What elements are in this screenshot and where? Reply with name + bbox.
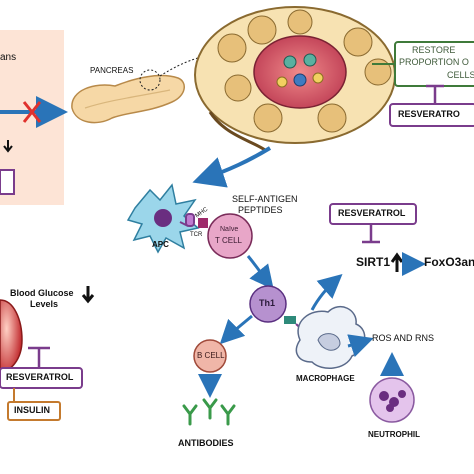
- resveratrol-label-left: RESVERATROL: [6, 372, 74, 382]
- resveratrol-label-top: RESVERATRO: [398, 109, 460, 119]
- restore-line-2: PROPORTION O: [399, 57, 469, 67]
- pancreas-label: PANCREAS: [90, 66, 134, 75]
- tcr-receptor: [198, 218, 208, 228]
- pancreas-zoom-circle: [139, 69, 161, 91]
- antibodies-label: ANTIBODIES: [178, 438, 234, 448]
- islet-cells: [276, 53, 324, 88]
- islet-to-apc-arrow: [192, 146, 272, 188]
- left-panel-partial-text: ans: [0, 52, 17, 63]
- sirt1-label: SIRT1: [356, 255, 391, 269]
- red-cross-icon: [22, 101, 42, 123]
- resveratrol-box-left: [0, 367, 83, 389]
- blood-vessel: [0, 299, 23, 373]
- macrophage-to-sirt1-arrow: [310, 274, 343, 311]
- down-arrow-icon: [3, 140, 13, 153]
- resveratrol-label-mid: RESVERATROL: [338, 208, 406, 218]
- insulin-box: [7, 401, 61, 421]
- insulin-label: INSULIN: [14, 405, 50, 415]
- self-antigen-line-2: PEPTIDES: [238, 205, 283, 215]
- sirt1-up-arrow-icon: [390, 252, 404, 272]
- b-cell: [193, 339, 227, 373]
- resveratrol-box-mid: [329, 203, 417, 225]
- tcell-to-th1-arrow: [246, 255, 274, 290]
- restore-line-1: RESTORE: [412, 45, 456, 55]
- blood-glucose-line-1: Blood Glucose: [10, 288, 74, 298]
- neutrophil-label: NEUTROPHIL: [368, 430, 420, 439]
- islet-core: [253, 35, 347, 109]
- t-cell-label: T CELL: [215, 236, 242, 245]
- foxo3-label: FoxO3an: [424, 255, 474, 269]
- left-purple-box: [0, 169, 15, 195]
- tcr-label: TCR: [190, 232, 203, 238]
- th1-to-bcell-arrow: [219, 314, 253, 345]
- apc-cell: [126, 183, 200, 254]
- resveratrol-box-top: [389, 103, 474, 127]
- neutrophil-nucleus: [379, 390, 406, 412]
- macrophage-label: MACROPHAGE: [296, 374, 355, 383]
- apc-label: APC: [152, 240, 169, 249]
- th1-cell: [249, 285, 287, 323]
- pancreas-organ: [71, 74, 185, 124]
- acinar-clusters: [217, 9, 392, 133]
- blood-glucose-line-2: Levels: [30, 299, 59, 309]
- macrophage-to-ros-arrow: [347, 334, 374, 358]
- islet-vessel: [208, 111, 266, 152]
- macrophage-nucleus: [317, 333, 341, 351]
- mhc-receptor: [179, 213, 195, 227]
- naive-t-cell: [207, 213, 253, 259]
- th1-label: Th1: [259, 298, 276, 308]
- naive-label: Naïve: [220, 226, 239, 233]
- self-antigen-line-1: SELF-ANTIGEN: [232, 194, 298, 204]
- glucose-down-arrow-icon: [81, 286, 95, 304]
- pancreas-duct: [84, 89, 171, 109]
- b-cell-label: B CELL: [197, 351, 225, 360]
- restore-line-3: CELLS: [447, 70, 474, 80]
- antibody-icons: [182, 398, 236, 426]
- ros-rns-label: ROS AND RNS: [372, 333, 435, 343]
